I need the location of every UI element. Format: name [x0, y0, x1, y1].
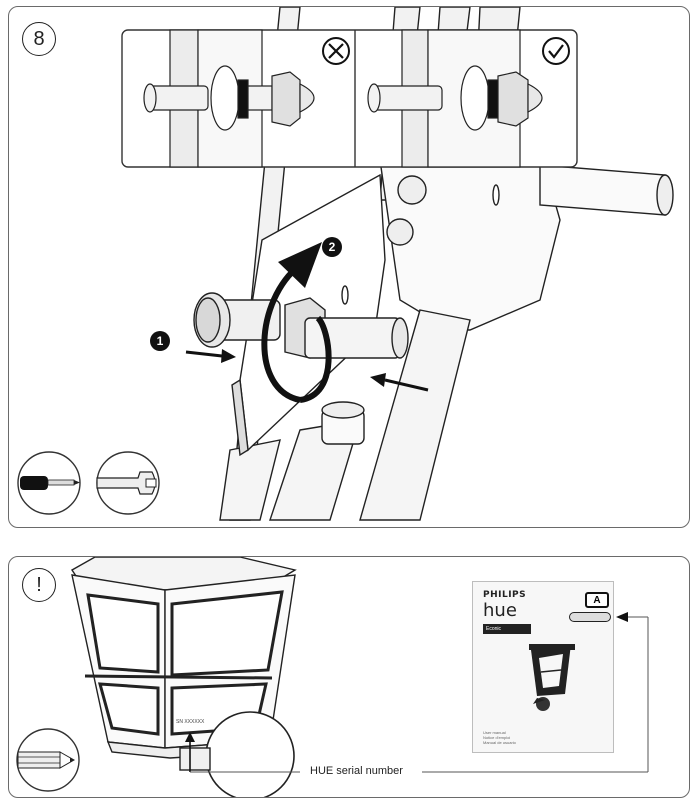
warning-panel [8, 556, 690, 798]
detail-inset [121, 29, 578, 168]
wrench-icon [96, 451, 160, 515]
pencil-icon [16, 728, 80, 792]
push-arrow-2 [370, 373, 429, 392]
manual-line-1: User manual [483, 730, 506, 735]
push-arrow-1 [185, 349, 236, 363]
right-assembly [367, 29, 543, 168]
serial-pointer [185, 612, 649, 773]
manual-product-sub: Econic [486, 626, 502, 632]
serial-sticker [569, 612, 611, 622]
callout-1: 1 [150, 331, 170, 351]
manual-line-2: Notice d'emploi [483, 735, 511, 740]
user-manual: PHILIPS hue Econic A User manual Notice … [472, 581, 614, 753]
step-number: 8 [22, 22, 56, 56]
hue-serial-number-label: HUE serial number [306, 765, 407, 777]
manual-line-3: Manual de usuario [483, 740, 516, 745]
rotation-arrow [261, 242, 332, 403]
step-number-text: 8 [33, 27, 45, 50]
callout-2: 2 [322, 237, 342, 257]
screwdriver-icon [17, 451, 81, 515]
lantern-drawing [70, 557, 297, 797]
manual-product: hue [483, 600, 517, 621]
warning-icon: ! [22, 568, 56, 602]
manual-lantern-icon [529, 644, 575, 711]
lamp-serial-tag: SN XXXXXX [176, 719, 205, 725]
manual-brand: PHILIPS [483, 590, 527, 600]
energy-label: A [585, 592, 609, 608]
manual-product-bar: Econic [483, 624, 531, 634]
warning-symbol: ! [36, 573, 42, 596]
x-circle-icon [322, 37, 350, 65]
checkmark-circle-icon [542, 37, 570, 65]
wrong-assembly [143, 29, 315, 168]
